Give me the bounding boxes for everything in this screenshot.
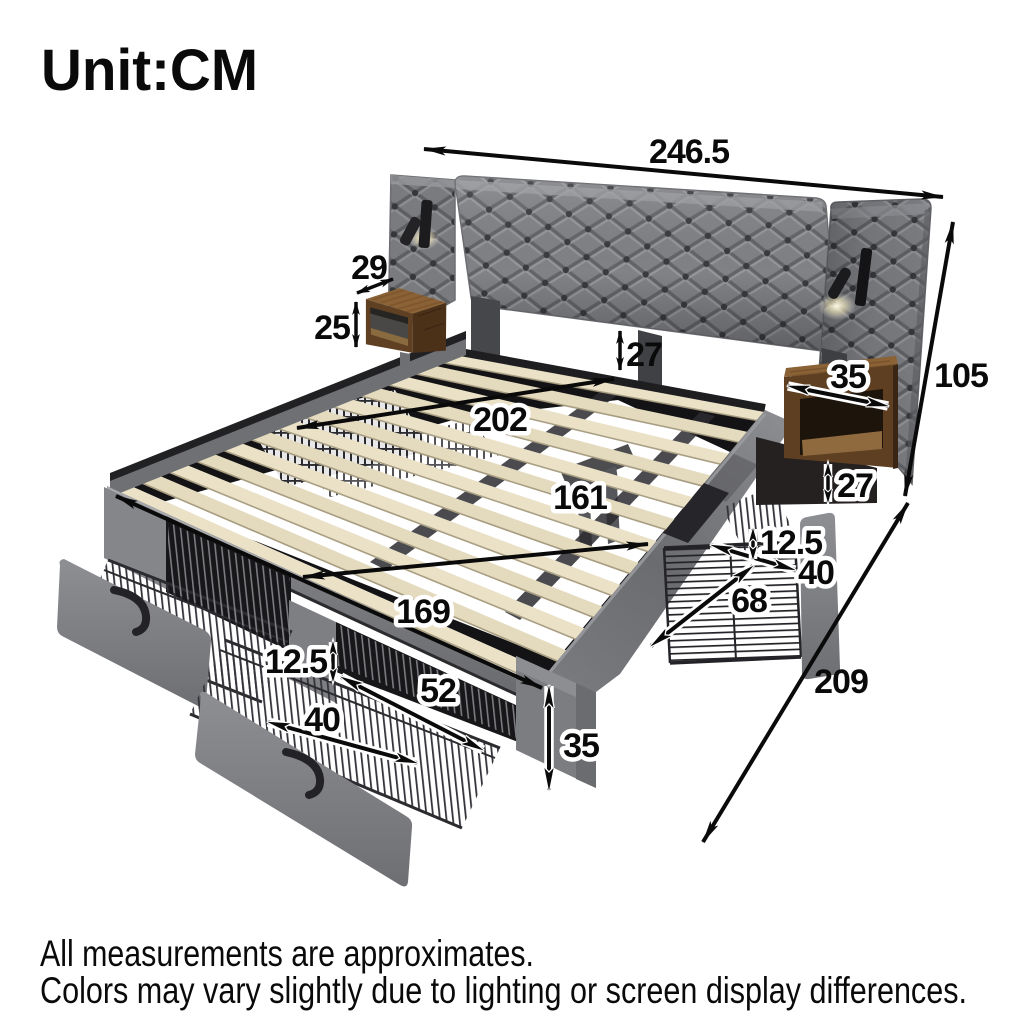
svg-text:Colors may vary slightly due t: Colors may vary slightly due to lighting…	[40, 970, 967, 1011]
svg-text:12.5: 12.5	[760, 524, 822, 562]
svg-text:40: 40	[304, 701, 340, 739]
svg-text:40: 40	[798, 554, 834, 592]
svg-text:25: 25	[314, 309, 350, 347]
svg-text:29: 29	[351, 249, 387, 287]
svg-text:27: 27	[837, 467, 873, 505]
svg-text:209: 209	[814, 663, 868, 701]
svg-text:All measurements are approxima: All measurements are approximates.	[40, 933, 534, 974]
svg-text:35: 35	[830, 358, 866, 396]
svg-text:52: 52	[420, 672, 456, 710]
svg-text:27: 27	[626, 336, 662, 374]
svg-text:Unit:CM: Unit:CM	[41, 38, 258, 103]
svg-text:68: 68	[731, 582, 767, 620]
svg-text:161: 161	[553, 479, 607, 517]
svg-text:12.5: 12.5	[265, 643, 327, 681]
svg-text:35: 35	[563, 727, 599, 765]
svg-text:105: 105	[934, 357, 988, 395]
svg-text:169: 169	[396, 593, 450, 631]
svg-text:202: 202	[473, 401, 527, 439]
svg-text:246.5: 246.5	[649, 133, 729, 171]
